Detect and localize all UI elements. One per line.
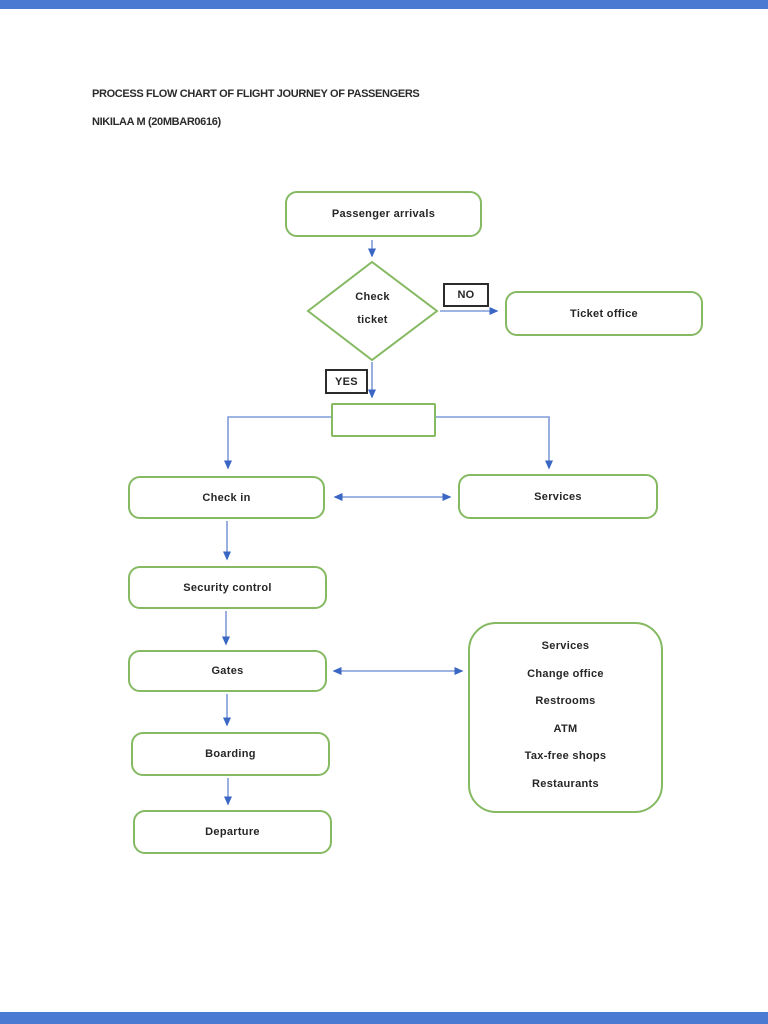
amenity-item: Services bbox=[541, 640, 590, 652]
node-departure: Departure bbox=[133, 810, 332, 854]
amenity-item: Restrooms bbox=[535, 695, 596, 707]
author-line: NIKILAA M (20MBAR0616) bbox=[92, 116, 221, 128]
amenity-item: Restaurants bbox=[532, 777, 599, 790]
check-ticket-line2: ticket bbox=[357, 314, 388, 326]
viewer-top-bar bbox=[0, 0, 768, 9]
node-boarding: Boarding bbox=[131, 732, 330, 776]
node-amenities-list: Services Change office Restrooms ATM Tax… bbox=[468, 622, 663, 813]
node-passenger-arrivals: Passenger arrivals bbox=[285, 191, 482, 237]
amenity-item: Tax-free shops bbox=[524, 750, 607, 762]
node-ticket-office: Ticket office bbox=[505, 291, 703, 336]
label-no: NO bbox=[443, 283, 489, 307]
node-check-ticket-label: Check ticket bbox=[308, 286, 437, 332]
node-security-control: Security control bbox=[128, 566, 327, 609]
page-title: PROCESS FLOW CHART OF FLIGHT JOURNEY OF … bbox=[92, 88, 420, 100]
decision-diamond-shape bbox=[306, 260, 439, 362]
viewer-bottom-bar bbox=[0, 1012, 768, 1024]
node-services: Services bbox=[458, 474, 658, 519]
amenity-item: Change office bbox=[527, 667, 604, 680]
node-splitter-rect bbox=[331, 403, 436, 437]
check-ticket-line1: Check bbox=[355, 291, 390, 303]
label-yes: YES bbox=[325, 369, 368, 394]
node-check-in: Check in bbox=[128, 476, 325, 519]
node-gates: Gates bbox=[128, 650, 327, 692]
amenity-item: ATM bbox=[553, 722, 578, 735]
